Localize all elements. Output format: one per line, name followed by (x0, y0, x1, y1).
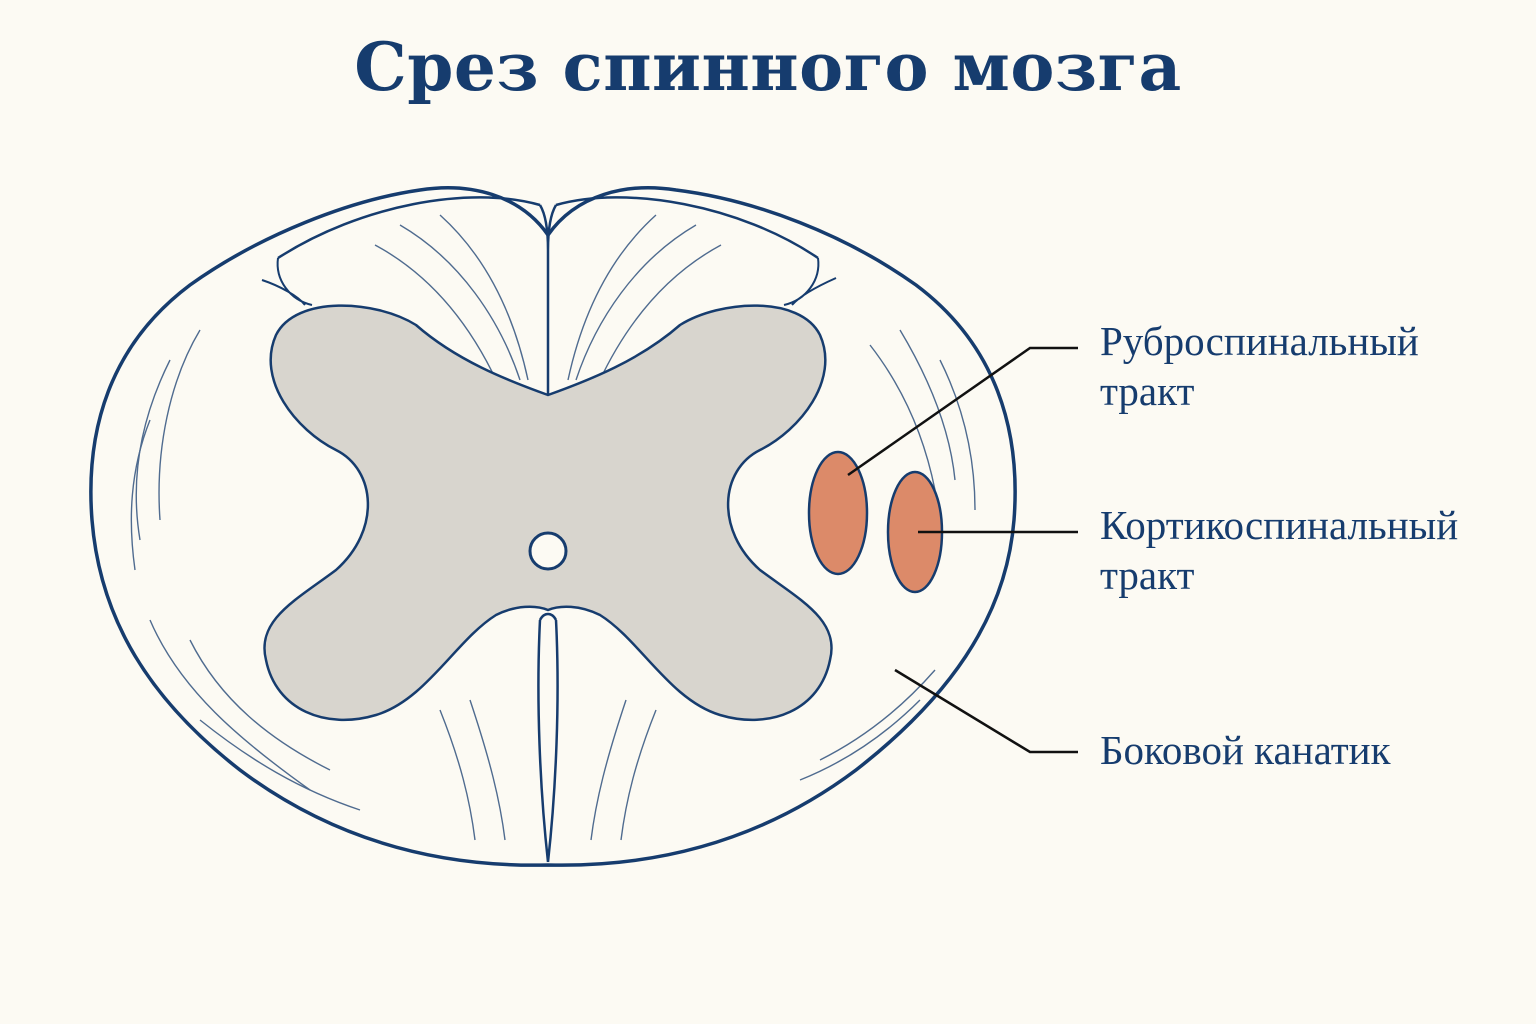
page-title: Срез спинного мозга (354, 28, 1182, 106)
label-lateral-funiculus: Боковой канатик (1100, 725, 1391, 775)
central-canal (528, 531, 568, 571)
anterior-median-fissure (537, 612, 559, 863)
label-corticospinal-line1: Кортикоспинальный (1100, 502, 1459, 548)
label-corticospinal-tract: Кортикоспинальный тракт (1100, 500, 1458, 600)
label-rubrospinal-line1: Руброспинальный (1100, 318, 1419, 364)
dorsal-horn-tip-right (783, 257, 837, 306)
leader-line-rubrospinal (847, 346, 1078, 477)
posterior-median-septum (538, 204, 558, 430)
label-corticospinal-line2: тракт (1100, 552, 1195, 598)
label-rubrospinal-line2: тракт (1100, 368, 1195, 414)
label-rubrospinal-tract: Руброспинальный тракт (1100, 316, 1419, 416)
rubrospinal-tract (807, 450, 869, 576)
leader-line-lateral-funiculus (894, 668, 1078, 754)
dorsal-horn-tip-left (261, 257, 313, 306)
dorsal-column-boundary (277, 196, 819, 260)
grey-matter (263, 304, 833, 722)
label-lateral-funiculus-line1: Боковой канатик (1100, 727, 1391, 773)
